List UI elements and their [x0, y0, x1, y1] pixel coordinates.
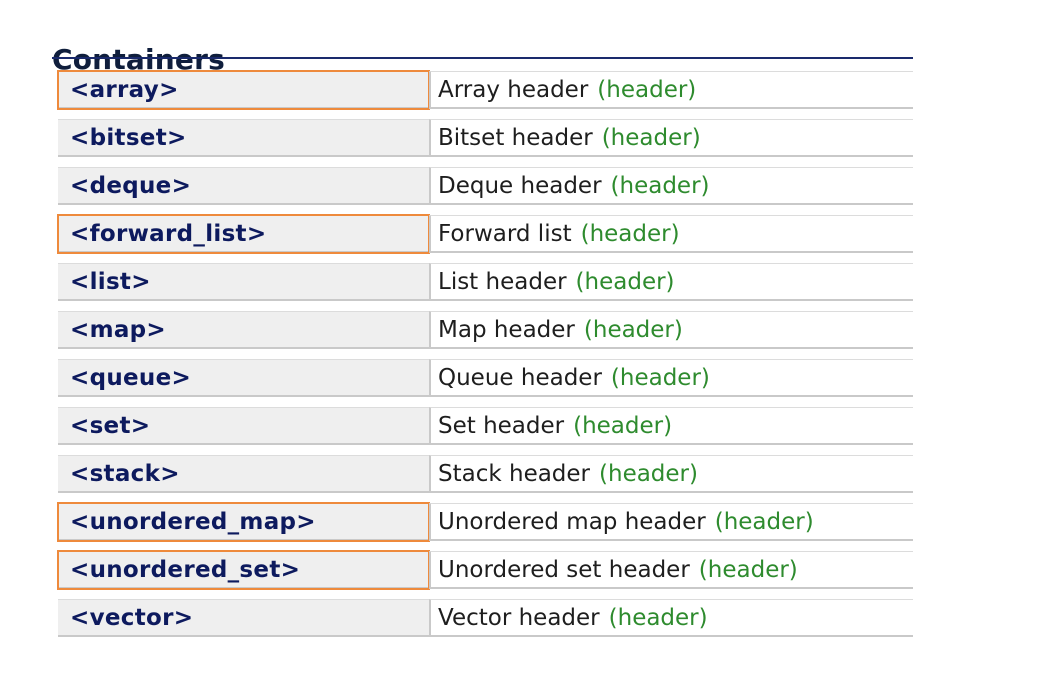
header-tag: (header) — [580, 220, 680, 247]
header-link[interactable]: <unordered_set> — [70, 556, 301, 583]
table-row: <deque> Deque header (header) — [58, 165, 913, 213]
header-description-cell: Queue header (header) — [429, 359, 913, 397]
header-description-cell: Vector header (header) — [429, 599, 913, 637]
header-link[interactable]: <array> — [70, 76, 179, 103]
header-tag: (header) — [573, 412, 673, 439]
header-description: Vector header — [438, 604, 600, 631]
header-tag: (header) — [714, 508, 814, 535]
header-link[interactable]: <vector> — [70, 604, 194, 631]
table-row: <queue> Queue header (header) — [58, 357, 913, 405]
header-description: Set header — [438, 412, 565, 439]
header-link[interactable]: <bitset> — [70, 124, 187, 151]
header-link[interactable]: <list> — [70, 268, 151, 295]
header-name-cell: <unordered_map> — [57, 502, 430, 542]
header-tag: (header) — [698, 556, 798, 583]
header-link[interactable]: <queue> — [70, 364, 192, 391]
header-description-cell: Forward list (header) — [429, 215, 913, 253]
header-tag: (header) — [575, 268, 675, 295]
header-name-cell: <bitset> — [58, 119, 429, 157]
header-description: Unordered set header — [438, 556, 690, 583]
header-description-cell: List header (header) — [429, 263, 913, 301]
table-row: <array> Array header (header) — [57, 69, 913, 117]
header-description-cell: Map header (header) — [429, 311, 913, 349]
header-description: Bitset header — [438, 124, 593, 151]
table-row: <stack> Stack header (header) — [58, 453, 913, 501]
header-link[interactable]: <stack> — [70, 460, 180, 487]
header-name-cell: <map> — [58, 311, 429, 349]
header-description: Unordered map header — [438, 508, 706, 535]
table-row: <map> Map header (header) — [58, 309, 913, 357]
header-tag: (header) — [597, 76, 697, 103]
header-description: Queue header — [438, 364, 602, 391]
table-row: <unordered_set> Unordered set header (hea… — [57, 549, 913, 597]
header-link[interactable]: <map> — [70, 316, 166, 343]
header-tag: (header) — [599, 460, 698, 487]
header-description-cell: Stack header (header) — [429, 455, 913, 493]
header-description-cell: Bitset header (header) — [429, 119, 913, 157]
table-row: <unordered_map> Unordered map header (hea… — [57, 501, 913, 549]
header-link[interactable]: <forward_list> — [70, 220, 267, 247]
header-tag: (header) — [601, 124, 701, 151]
header-description: Map header — [438, 316, 575, 343]
section-title: Containers — [52, 43, 225, 77]
header-name-cell: <array> — [57, 70, 430, 110]
table-row: <forward_list> Forward list (header) — [57, 213, 913, 261]
header-description-cell: Unordered set header (header) — [429, 551, 913, 589]
header-name-cell: <queue> — [58, 359, 429, 397]
header-name-cell: <list> — [58, 263, 429, 301]
header-tag: (header) — [610, 172, 710, 199]
header-description: Stack header — [438, 460, 591, 487]
header-name-cell: <vector> — [58, 599, 429, 637]
header-name-cell: <forward_list> — [57, 214, 430, 254]
header-description: Forward list — [438, 220, 572, 247]
title-divider — [52, 57, 913, 59]
header-link[interactable]: <deque> — [70, 172, 192, 199]
header-description: Array header — [438, 76, 589, 103]
header-description-cell: Deque header (header) — [429, 167, 913, 205]
table-row: <bitset> Bitset header (header) — [58, 117, 913, 165]
header-description-cell: Unordered map header (header) — [429, 503, 913, 541]
header-description: List header — [438, 268, 567, 295]
header-name-cell: <set> — [58, 407, 429, 445]
header-name-cell: <deque> — [58, 167, 429, 205]
header-description-cell: Set header (header) — [429, 407, 913, 445]
table-row: <vector> Vector header (header) — [58, 597, 913, 645]
header-tag: (header) — [608, 604, 708, 631]
header-link[interactable]: <unordered_map> — [70, 508, 316, 535]
header-tag: (header) — [610, 364, 710, 391]
header-description: Deque header — [438, 172, 602, 199]
header-description-cell: Array header (header) — [429, 71, 913, 109]
table-row: <list> List header (header) — [58, 261, 913, 309]
containers-table: <array> Array header (header) <bitset> Bi… — [57, 69, 913, 645]
header-link[interactable]: <set> — [70, 412, 151, 439]
header-tag: (header) — [583, 316, 683, 343]
header-name-cell: <unordered_set> — [57, 550, 430, 590]
table-row: <set> Set header (header) — [58, 405, 913, 453]
header-name-cell: <stack> — [58, 455, 429, 493]
